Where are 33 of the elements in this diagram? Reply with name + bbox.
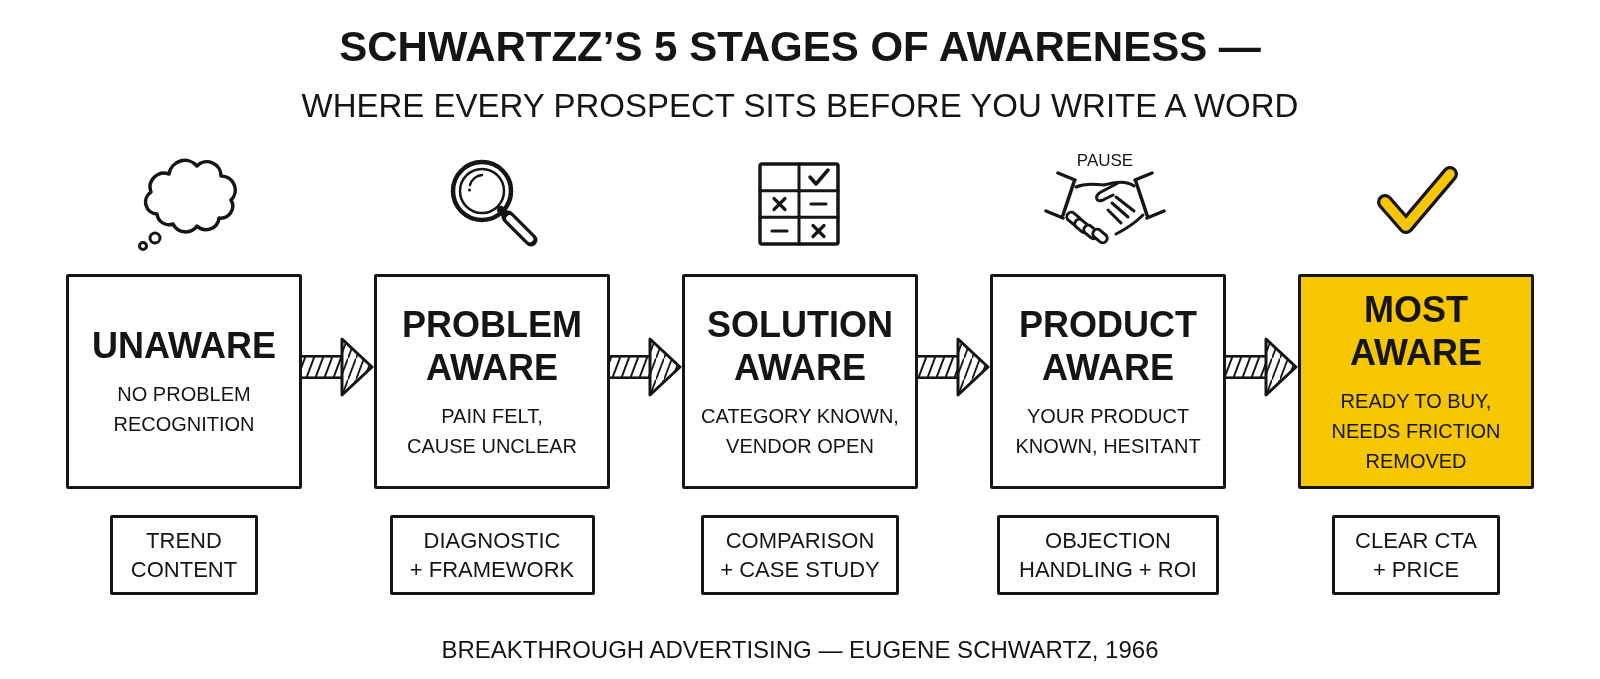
title: SCHWARTZZ’S 5 STAGES OF AWARENESS — <box>338 22 1262 72</box>
stage-title: PROBLEM AWARE <box>402 302 582 389</box>
icon-label: PAUSE <box>1075 151 1135 171</box>
stage-title: PRODUCT AWARE <box>1019 302 1197 389</box>
stage-title: UNAWARE <box>92 324 276 367</box>
stage-description: NO PROBLEM RECOGNITION <box>113 382 255 437</box>
stage-description: READY TO BUY, NEEDS FRICTION REMOVED <box>1331 388 1501 474</box>
subtitle: WHERE EVERY PROSPECT SITS BEFORE YOU WRITE A WORD <box>300 86 1300 126</box>
content-type-label: COMPARISON + CASE STUDY <box>720 527 880 584</box>
stage-title: MOST AWARE <box>1350 287 1482 374</box>
content-type-label: CLEAR CTA + PRICE <box>1355 527 1477 584</box>
stage-box <box>66 274 302 489</box>
stage-description: PAIN FELT, CAUSE UNCLEAR <box>406 403 577 459</box>
stage-title: SOLUTION AWARE <box>707 302 893 389</box>
content-type-label: DIAGNOSTIC + FRAMEWORK <box>409 527 575 584</box>
content-type-box <box>110 515 258 595</box>
content-type-box <box>1332 515 1500 595</box>
content-type-label: TREND CONTENT <box>130 527 238 584</box>
content-type-box <box>389 515 595 595</box>
content-type-label: OBJECTION HANDLING + ROI <box>1019 527 1197 584</box>
block-arrow <box>1226 337 1298 397</box>
stage-description: CATEGORY KNOWN, VENDOR OPEN <box>701 403 899 459</box>
content-type-box <box>701 515 899 595</box>
stage-box <box>682 274 918 489</box>
content-type-box <box>997 515 1219 595</box>
block-arrow <box>302 337 374 397</box>
caption: BREAKTHROUGH ADVERTISING — EUGENE SCHWARTZ, 1966 <box>440 636 1160 664</box>
stage-box <box>1298 274 1534 489</box>
stage-box <box>374 274 610 489</box>
stage-description: YOUR PRODUCT KNOWN, HESITANT <box>1015 403 1201 459</box>
block-arrow <box>918 337 990 397</box>
stage-box <box>990 274 1226 489</box>
block-arrow <box>610 337 682 397</box>
